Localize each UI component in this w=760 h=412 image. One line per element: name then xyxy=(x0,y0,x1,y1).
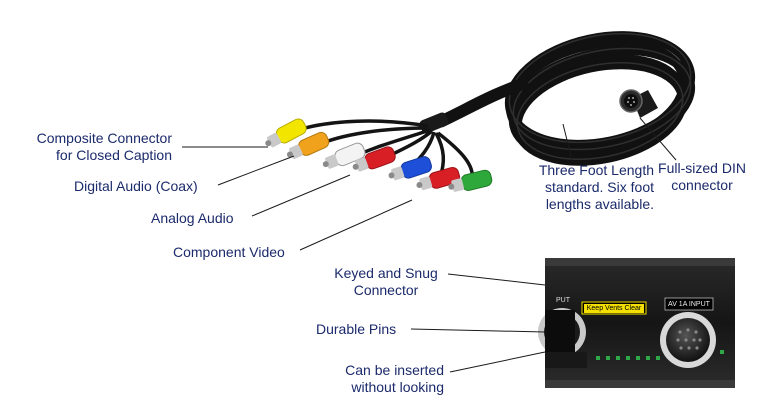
inserted-label-line2: without looking xyxy=(351,379,444,395)
din-label-line2: connector xyxy=(671,177,733,193)
analog-audio-label: Analog Audio xyxy=(151,210,234,226)
digital-audio-label: Digital Audio (Coax) xyxy=(74,178,198,194)
leader-inserted xyxy=(449,351,546,373)
din-connector-label: Full-sized DIN connector xyxy=(650,160,754,194)
din-connector xyxy=(619,89,658,118)
rca-plug-red-audio xyxy=(352,146,396,172)
composite-connector-label: Composite Connector for Closed Caption xyxy=(12,130,172,164)
leader-analog-audio xyxy=(251,174,351,217)
length-label-line3: lengths available. xyxy=(545,196,654,212)
length-label-line1: Three Foot Length xyxy=(538,162,654,178)
keyed-label-line2: Connector xyxy=(353,282,419,298)
length-label-line2: standard. Six foot xyxy=(545,179,654,195)
rear-panel-photo xyxy=(538,258,735,388)
rca-plug-orange xyxy=(286,131,330,159)
leader-din xyxy=(639,117,677,161)
component-video-label: Component Video xyxy=(173,244,285,260)
av-input-label: AV 1A INPUT xyxy=(668,301,710,308)
trunk-cable xyxy=(437,76,530,128)
keyed-label-line1: Keyed and Snug xyxy=(334,265,438,281)
composite-label-line2: for Closed Caption xyxy=(56,147,172,163)
durable-pins-label: Durable Pins xyxy=(316,321,397,337)
rca-plug-yellow xyxy=(265,118,307,148)
leader-digital-audio xyxy=(217,155,295,186)
composite-label-line1: Composite Connector xyxy=(36,130,172,146)
inserted-without-looking-label: Can be inserted without looking xyxy=(316,362,444,396)
keyed-connector-label: Keyed and Snug Connector xyxy=(324,265,448,299)
keep-vents-clear-label: Keep Vents Clear xyxy=(584,304,644,313)
leader-pins xyxy=(410,328,546,333)
rca-plug-blue xyxy=(388,156,432,181)
leader-length xyxy=(562,123,573,161)
leader-lines xyxy=(182,117,677,373)
rca-plug-white xyxy=(322,142,366,169)
cable-length-label: Three Foot Length standard. Six foot len… xyxy=(510,162,654,213)
output-label: PUT xyxy=(556,297,570,304)
leader-component-video xyxy=(299,199,413,251)
leader-keyed xyxy=(447,273,546,286)
rca-plug-green xyxy=(448,169,493,192)
din-label-line1: Full-sized DIN xyxy=(658,160,746,176)
inserted-label-line1: Can be inserted xyxy=(345,362,444,378)
